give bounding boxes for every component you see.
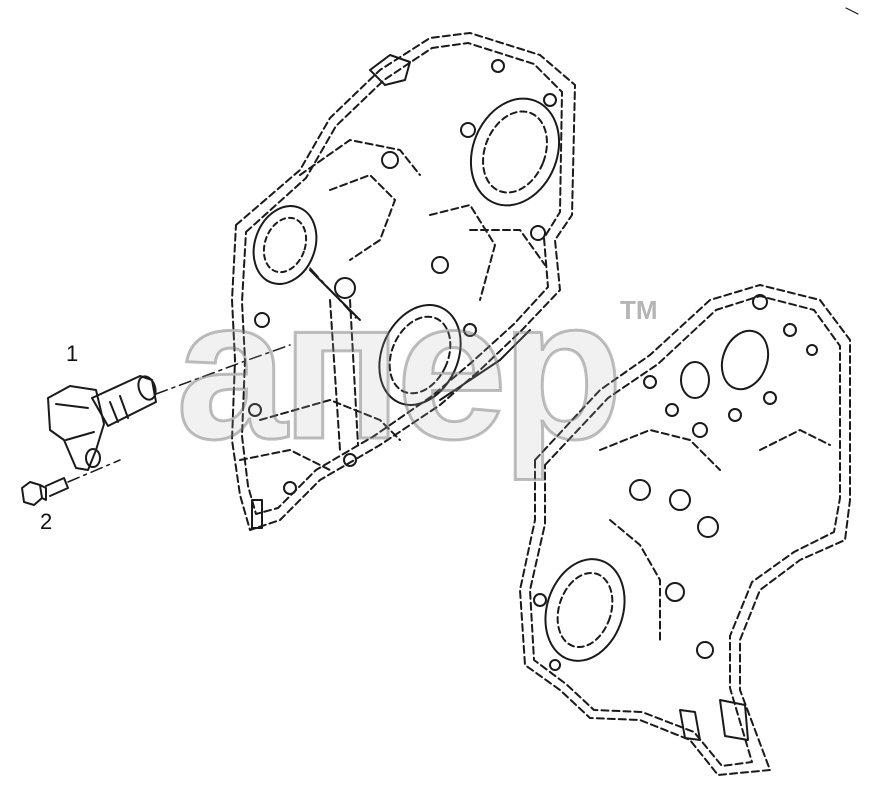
flange-bolt [21, 477, 69, 506]
callout-label-2: 2 [40, 509, 53, 534]
watermark-logo: aпep [174, 258, 624, 481]
watermark-trademark: TM [620, 295, 658, 325]
timing-gear-cover [231, 32, 576, 531]
assembly-centerline [67, 267, 357, 483]
speed-sensor [47, 375, 157, 471]
engine-block [519, 284, 851, 776]
callout-label-1: 1 [66, 341, 79, 366]
